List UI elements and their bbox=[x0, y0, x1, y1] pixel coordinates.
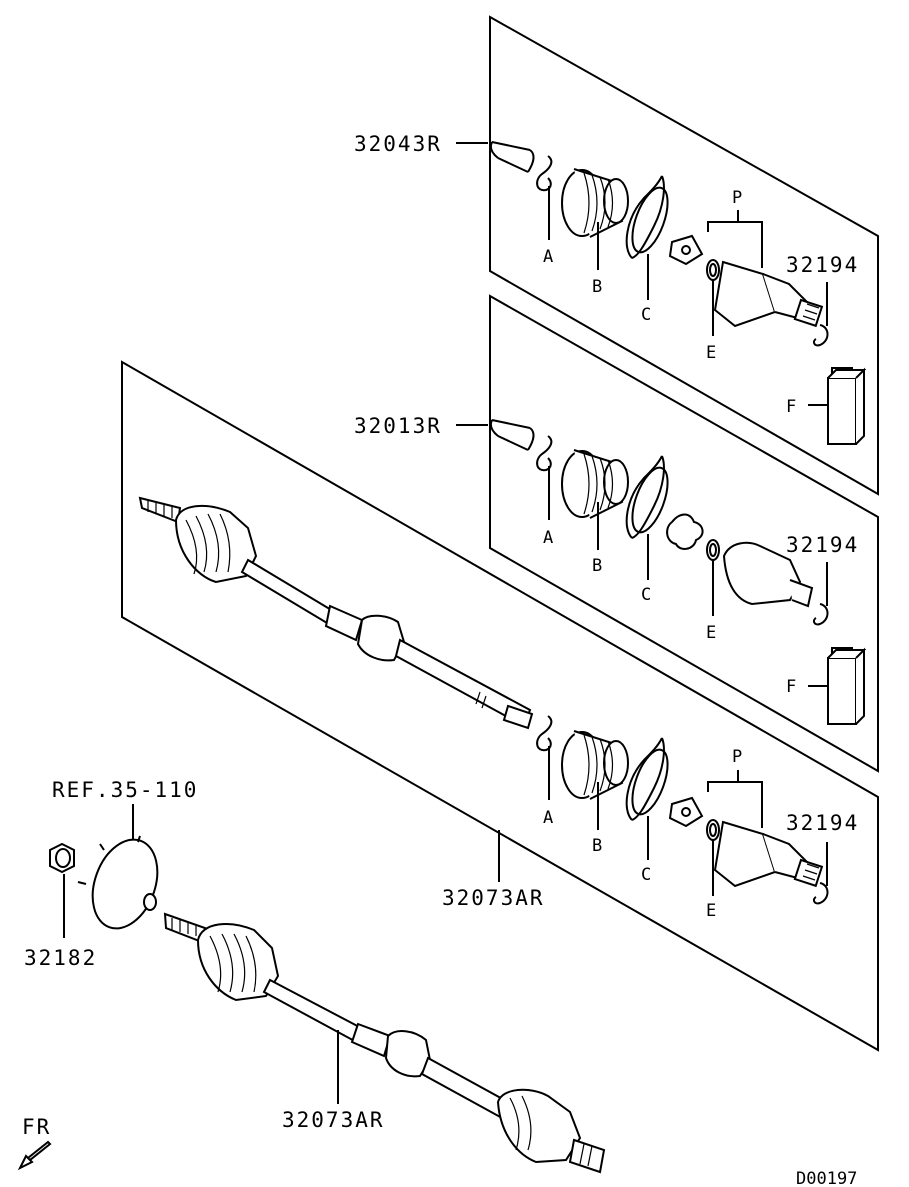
panel-32013r bbox=[489, 294, 879, 773]
callout-f-1: F bbox=[786, 397, 796, 417]
label-fr: FR bbox=[22, 1115, 51, 1139]
label-32194-top: 32194 bbox=[786, 253, 859, 277]
panel-shaft-assembly bbox=[121, 360, 879, 1052]
kit-32043r-parts bbox=[489, 141, 865, 445]
callout-c-3: C bbox=[641, 865, 651, 885]
label-32013r: 32013R bbox=[354, 414, 442, 438]
kit-32013r-parts bbox=[489, 419, 865, 725]
callout-f-2: F bbox=[786, 677, 796, 697]
callout-c-2: C bbox=[641, 585, 651, 605]
label-32194-mid: 32194 bbox=[786, 533, 859, 557]
wheel-hub bbox=[77, 835, 159, 930]
callout-b-2: B bbox=[592, 556, 602, 576]
callout-b-1: B bbox=[592, 277, 602, 297]
leader-lines bbox=[63, 142, 828, 1104]
panel-32043r bbox=[489, 15, 879, 496]
callout-a-3: A bbox=[543, 808, 553, 828]
label-ref: REF.35-110 bbox=[52, 778, 198, 802]
callout-a-1: A bbox=[543, 247, 553, 267]
lower-drive-shaft bbox=[163, 912, 606, 1174]
callout-c-1: C bbox=[641, 305, 651, 325]
label-32073ar-lower: 32073AR bbox=[282, 1108, 385, 1132]
callout-e-2: E bbox=[706, 623, 716, 643]
callout-a-2: A bbox=[543, 528, 553, 548]
callout-b-3: B bbox=[592, 836, 602, 856]
hub-nut bbox=[49, 842, 75, 874]
label-32194-bottom: 32194 bbox=[786, 811, 859, 835]
label-diagram-id: D00197 bbox=[796, 1169, 857, 1187]
callout-e-1: E bbox=[706, 343, 716, 363]
label-32043r: 32043R bbox=[354, 132, 442, 156]
callout-p-3: P bbox=[732, 747, 742, 767]
callout-p-1: P bbox=[732, 188, 742, 208]
upper-drive-shaft bbox=[138, 496, 534, 730]
label-32073ar-upper: 32073AR bbox=[442, 886, 545, 910]
tripod-outline-icon bbox=[666, 513, 704, 550]
label-32182: 32182 bbox=[24, 946, 97, 970]
callout-e-3: E bbox=[706, 901, 716, 921]
kit-shaft-inner-parts bbox=[536, 715, 829, 905]
front-direction-arrow-icon bbox=[17, 1140, 52, 1171]
